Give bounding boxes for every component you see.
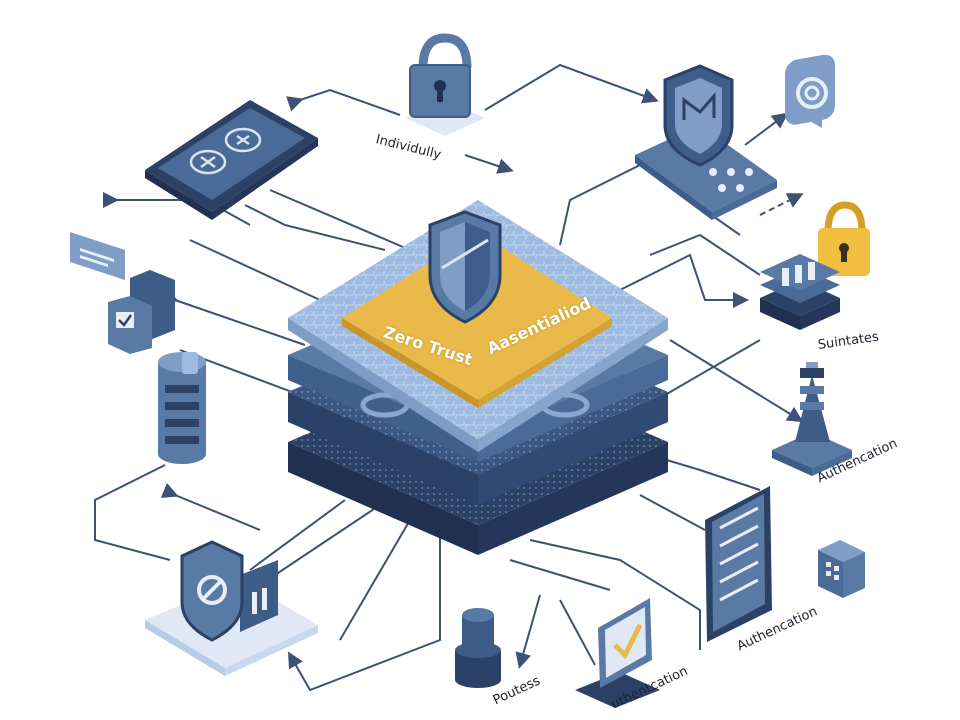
central-layer-stack: [288, 200, 668, 555]
connector-line: [559, 164, 641, 246]
document-tablet-icon: [705, 486, 772, 642]
connector-line: [744, 112, 789, 146]
tower-icon: [772, 362, 852, 476]
gold-panel-edge: [478, 318, 612, 408]
connector-line: [249, 499, 346, 571]
shield-phone-icon: [635, 64, 777, 220]
connector-line: [160, 483, 261, 531]
connector-line: [259, 504, 381, 586]
connector-line: [464, 154, 514, 174]
connector-line: [529, 539, 701, 650]
connector-line: [189, 239, 321, 301]
connector-line: [339, 519, 411, 641]
stack-layer-bottom-left-face: [288, 442, 478, 555]
connector-line: [619, 253, 749, 308]
connector-line: [161, 288, 306, 346]
connector-line: [244, 204, 386, 251]
connector-line: [288, 535, 441, 692]
connector-line: [94, 464, 171, 561]
grid-cube-icon: [818, 540, 865, 598]
chat-windows-icon: [70, 232, 175, 354]
central-shield-icon: [428, 210, 502, 324]
connector-line: [759, 193, 804, 216]
stack-layer-third-right-face: [478, 392, 668, 505]
database-icon: [158, 352, 206, 464]
stack-layer-top-left-face: [288, 318, 478, 452]
checkmark-monitor-icon: [575, 598, 660, 708]
connector-line: [649, 233, 761, 276]
connector-line: [664, 339, 761, 396]
connector-line: [286, 88, 401, 116]
connector-lines: [94, 63, 804, 692]
gold-panel-edge: [342, 318, 478, 408]
cylinder-icon: [455, 608, 501, 688]
connector-line: [269, 189, 411, 251]
connector-line: [639, 494, 706, 531]
tablet-icon: [145, 100, 318, 220]
stack-layer-third-left-face: [288, 392, 478, 505]
padlock-icon: [405, 33, 485, 136]
gold-padlock-icon: [818, 201, 870, 276]
connector-line: [484, 63, 659, 111]
connector-line: [669, 339, 804, 423]
connector-line: [509, 559, 611, 591]
stack-layer-second-right-face: [478, 355, 668, 462]
connector-line: [515, 594, 541, 669]
stack-layer-second-left-face: [288, 355, 478, 462]
server-stack-icon: [760, 254, 840, 330]
stack-layer-bottom-right-face: [478, 442, 668, 555]
connector-line: [559, 599, 596, 666]
shield-device-icon: [145, 540, 318, 676]
stack-layer-top-right-face: [478, 318, 668, 452]
chat-bubble-icon: [785, 54, 835, 128]
